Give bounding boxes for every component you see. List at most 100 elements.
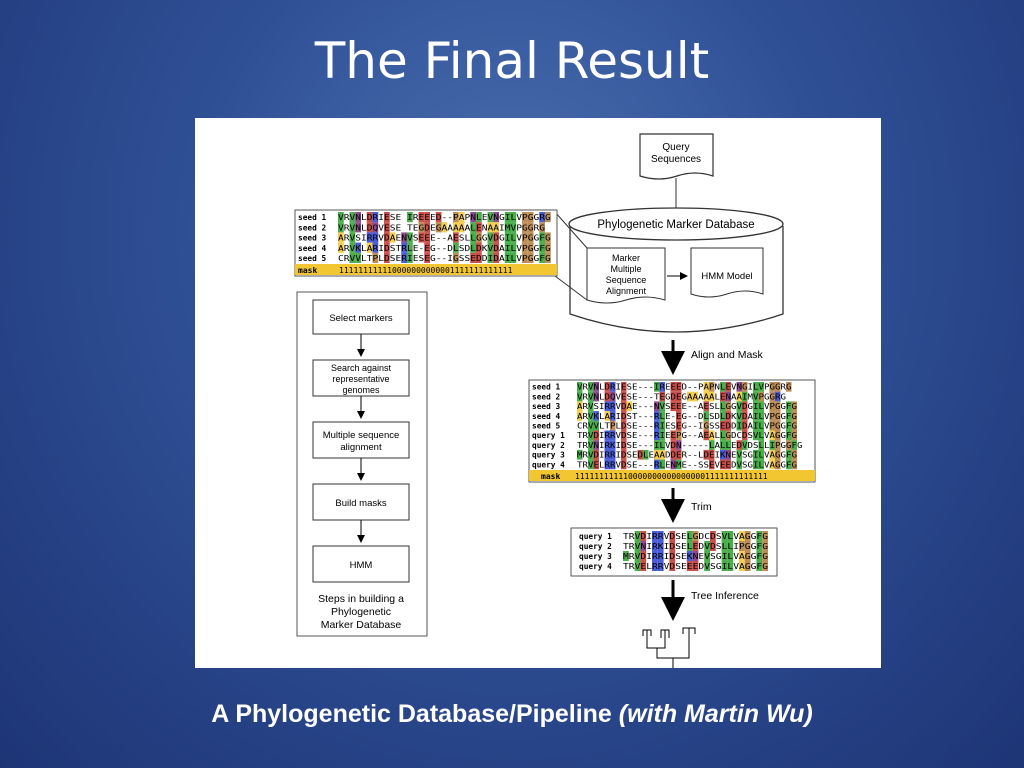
residue-cell — [640, 541, 647, 551]
residue-cell — [545, 242, 551, 253]
residue-cell — [756, 531, 763, 541]
residue-cell — [470, 222, 476, 233]
residue-cell — [588, 459, 594, 470]
residue-cell — [338, 222, 344, 233]
residue-cell — [577, 449, 583, 460]
residue-cell — [725, 420, 731, 431]
residue-cell — [703, 411, 709, 421]
residue-cell — [593, 391, 599, 402]
residue-cell — [727, 541, 734, 551]
residue-cell — [610, 401, 616, 412]
residue-cell — [640, 561, 647, 571]
residue-cell — [786, 420, 792, 431]
residue-cell — [703, 391, 709, 402]
residue-cell — [539, 222, 545, 233]
residue-cell — [725, 401, 731, 412]
residue-cell — [610, 440, 616, 450]
residue-cell — [476, 222, 482, 233]
residue-cell — [744, 531, 751, 541]
residue-cell — [762, 541, 768, 551]
residue-cell — [593, 430, 599, 441]
residue-cell — [652, 561, 658, 571]
step-search-line-2: representative — [332, 374, 389, 384]
residue-cell — [786, 382, 792, 392]
residue-cell — [762, 561, 768, 571]
residue-cell — [493, 222, 499, 233]
residue-cell — [545, 212, 551, 223]
residue-cell — [669, 541, 676, 551]
residue-cell — [720, 420, 726, 431]
residue-cell — [424, 252, 430, 263]
residue-cell — [670, 401, 676, 412]
mask-values: 111111111110000000000001111111111111 — [339, 266, 513, 275]
msa-line-4: Alignment — [606, 286, 647, 296]
residue-cell — [621, 391, 627, 402]
residue-cell — [744, 551, 751, 561]
residue-cell — [510, 232, 517, 243]
residue-cell — [372, 242, 379, 253]
residue-cell — [621, 382, 627, 392]
residue-cell — [355, 252, 361, 263]
residue-cell — [709, 430, 715, 441]
residue-cell — [384, 212, 390, 223]
residue-cell — [786, 459, 792, 470]
residue-cell — [372, 222, 379, 233]
residue-cell — [659, 420, 665, 431]
step-search-genomes — [312, 359, 410, 397]
residue-cell — [753, 420, 759, 431]
residue-cell — [725, 449, 731, 460]
residue-cell — [407, 242, 413, 253]
residue-cell — [742, 440, 748, 450]
residue-cell — [527, 242, 534, 253]
residue-cell — [659, 411, 665, 421]
residue-cell — [687, 391, 693, 402]
residue-cell — [487, 212, 494, 223]
residue-cell — [742, 411, 748, 421]
residue-cell — [769, 449, 775, 460]
residue-cell — [441, 222, 448, 233]
residue-cell — [401, 232, 407, 243]
residue-cell — [604, 440, 610, 450]
residue-cell — [539, 242, 545, 253]
residue-cell — [657, 551, 664, 561]
residue-cell — [621, 430, 627, 441]
sequence-row: MRVDIRRIDSEKNEVSGILVAGGFG — [623, 552, 768, 561]
residue-cell — [522, 252, 528, 263]
residue-cell — [775, 420, 781, 431]
residue-cell — [786, 411, 792, 421]
residue-cell — [504, 252, 511, 263]
residue-cell — [725, 391, 731, 402]
residue-cell — [670, 430, 676, 441]
residue-cell — [504, 222, 511, 233]
residue-cell — [762, 551, 768, 561]
mask-values-2: 1111111111100000000000000001111111111111 — [575, 472, 768, 481]
sequence-row: VRVNLDRIESE---IREEED--PAPNLEVNGILVPGGRG — [577, 383, 792, 392]
residue-cell — [604, 401, 610, 412]
residue-cell — [727, 531, 734, 541]
residue-cell — [577, 411, 583, 421]
residue-cell — [527, 252, 534, 263]
residue-cell — [401, 242, 407, 253]
residue-cell — [758, 440, 764, 450]
residue-cell — [366, 232, 373, 243]
residue-cell — [686, 551, 693, 561]
residue-cell — [593, 382, 599, 392]
residue-cell — [384, 242, 390, 253]
residue-cell — [610, 459, 616, 470]
residue-cell — [643, 449, 649, 460]
pipeline-figure: Query Sequences Phylogenetic Marker Data… — [195, 118, 881, 668]
residue-cell — [756, 541, 763, 551]
residue-cell — [504, 242, 511, 253]
residue-cell — [676, 382, 682, 392]
residue-cell — [389, 232, 396, 243]
residue-cell — [407, 212, 413, 223]
residue-cell — [686, 531, 693, 541]
sequence-row: ARVKLARIDST---RLE-EG--DLSDLDKVDAILVPGGFG — [577, 412, 797, 421]
residue-cell — [769, 459, 775, 470]
zoom-line-bottom — [554, 275, 588, 301]
residue-cell — [676, 420, 682, 431]
residue-cell — [539, 252, 545, 263]
residue-cell — [476, 232, 482, 243]
residue-cell — [775, 391, 781, 402]
residue-cell — [621, 420, 627, 431]
